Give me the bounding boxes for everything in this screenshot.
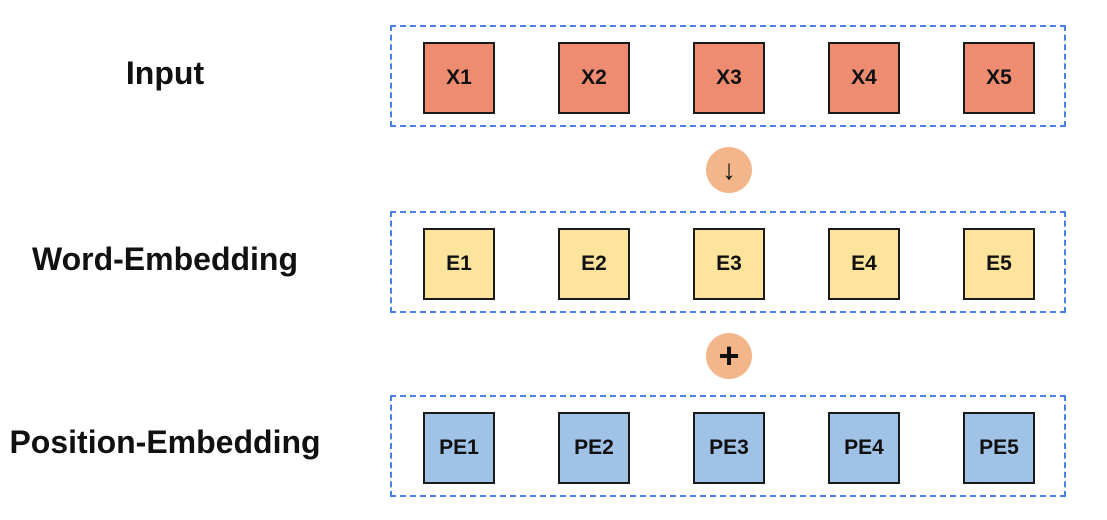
token-pe4: PE4 <box>828 412 900 484</box>
token-e2: E2 <box>558 228 630 300</box>
token-e3: E3 <box>693 228 765 300</box>
row-label-input: Input <box>125 55 205 91</box>
row-label-word-embedding: Word-Embedding <box>31 241 299 277</box>
token-x4: X4 <box>828 42 900 114</box>
input-group: X1 X2 X3 X4 X5 <box>390 25 1066 127</box>
token-x5: X5 <box>963 42 1035 114</box>
token-e5: E5 <box>963 228 1035 300</box>
row-label-position-embedding: Position-Embedding <box>9 424 321 460</box>
token-e1: E1 <box>423 228 495 300</box>
token-pe5: PE5 <box>963 412 1035 484</box>
token-x2: X2 <box>558 42 630 114</box>
token-pe1: PE1 <box>423 412 495 484</box>
token-pe2: PE2 <box>558 412 630 484</box>
token-e4: E4 <box>828 228 900 300</box>
word-embedding-group: E1 E2 E3 E4 E5 <box>390 211 1066 313</box>
token-pe3: PE3 <box>693 412 765 484</box>
token-x1: X1 <box>423 42 495 114</box>
token-x3: X3 <box>693 42 765 114</box>
arrow-down-icon: ↓ <box>706 147 752 193</box>
plus-icon: + <box>706 333 752 379</box>
position-embedding-group: PE1 PE2 PE3 PE4 PE5 <box>390 395 1066 497</box>
